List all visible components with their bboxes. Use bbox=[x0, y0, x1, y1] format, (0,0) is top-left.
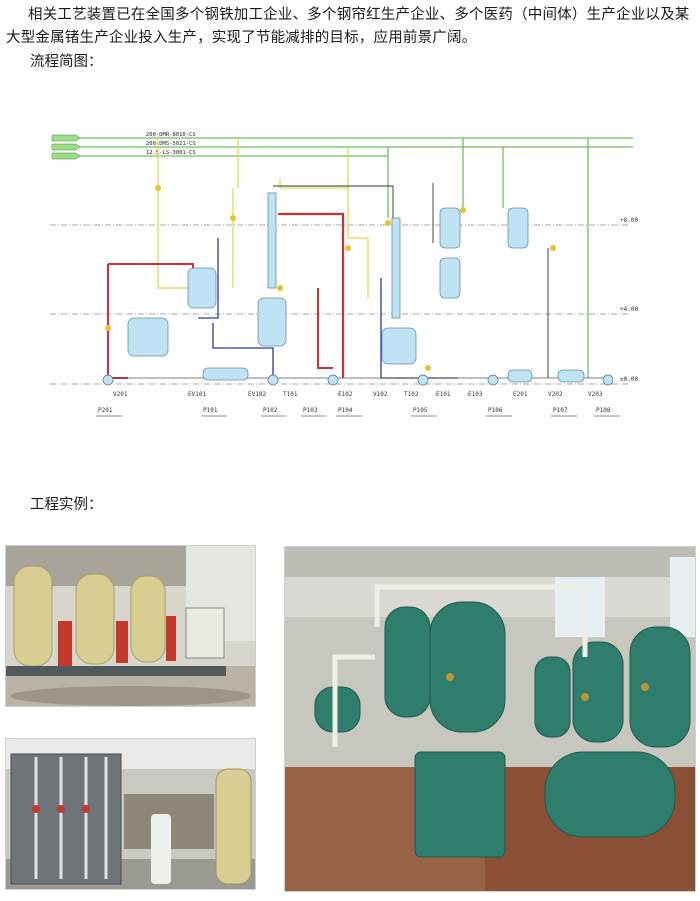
process-flow-diagram: +8.00 +4.00 ±0.00 200-DMR-8010-CS 200-DM… bbox=[48, 128, 648, 438]
tag-ev102: EV102 bbox=[248, 391, 266, 398]
tag-p201: P201 bbox=[98, 407, 113, 414]
pumps bbox=[102, 374, 614, 386]
tag-p105: P105 bbox=[413, 407, 428, 414]
tank-horizontal bbox=[202, 367, 249, 381]
intro-paragraph: 相关工艺装置已在全国多个钢铁加工企业、多个钢帘红生产企业、多个医药（中间体）生产… bbox=[6, 7, 690, 46]
tank-v203 bbox=[557, 369, 585, 383]
tag-t101: T101 bbox=[283, 391, 298, 398]
vessel-v102 bbox=[381, 327, 417, 365]
tag-p101: P101 bbox=[203, 407, 218, 414]
vessel-v201 bbox=[127, 317, 169, 357]
tag-p108: P108 bbox=[596, 407, 611, 414]
vessels bbox=[127, 192, 585, 383]
filter-tanks-image bbox=[6, 546, 255, 706]
pipe-label-1: 200-DMR-8010-CS bbox=[146, 132, 196, 138]
exchanger-e103 bbox=[439, 257, 461, 299]
tag-e103: E103 bbox=[468, 391, 483, 398]
svg-text:+8.00: +8.00 bbox=[620, 217, 638, 224]
vessel-ev101 bbox=[187, 267, 217, 309]
tag-p102: P102 bbox=[263, 407, 278, 414]
tag-p104: P104 bbox=[338, 407, 353, 414]
tag-v203: V203 bbox=[588, 391, 603, 398]
tag-e201: E201 bbox=[513, 391, 528, 398]
svg-text:±0.00: ±0.00 bbox=[620, 376, 638, 383]
flow-diagram-heading: 流程简图： bbox=[30, 54, 103, 70]
vessel-ev102 bbox=[257, 297, 287, 347]
green-reactor-hall-photo bbox=[284, 546, 696, 892]
tag-e102: E102 bbox=[338, 391, 353, 398]
svg-text:+4.00: +4.00 bbox=[620, 306, 638, 313]
tank-v202 bbox=[507, 369, 533, 383]
pump-tags: P201 P101 P102 P103 P104 P105 P106 P107 … bbox=[98, 407, 611, 414]
tag-v202: V202 bbox=[548, 391, 563, 398]
pipe-label-3: 12.5-LS-3001-CS bbox=[146, 150, 196, 156]
tag-p106: P106 bbox=[488, 407, 503, 414]
flow-diagram-svg: +8.00 +4.00 ±0.00 200-DMR-8010-CS 200-DM… bbox=[50, 132, 638, 417]
valve-markers bbox=[105, 185, 556, 371]
level-lines bbox=[50, 224, 628, 385]
exchanger-e101 bbox=[439, 207, 461, 249]
column-t102 bbox=[391, 217, 401, 319]
level-marks: +8.00 +4.00 ±0.00 bbox=[620, 217, 638, 383]
header-pipes: 200-DMR-8010-CS 200-DMS-5021-CS 12.5-LS-… bbox=[51, 132, 633, 160]
tag-e101: E101 bbox=[436, 391, 451, 398]
tag-p103: P103 bbox=[303, 407, 318, 414]
column-t101 bbox=[267, 192, 277, 289]
tag-p107: P107 bbox=[553, 407, 568, 414]
tag-t102: T102 bbox=[404, 391, 419, 398]
pipe-label-2: 200-DMS-5021-CS bbox=[146, 141, 196, 147]
membrane-rack-photo bbox=[5, 738, 256, 890]
exchanger-e201 bbox=[507, 207, 529, 249]
reactor-hall-image bbox=[285, 547, 695, 891]
tag-v102: V102 bbox=[373, 391, 388, 398]
equipment-tags: V201 EV101 EV102 T101 E102 V102 T102 E10… bbox=[113, 391, 603, 398]
project-examples-heading: 工程实例： bbox=[30, 497, 103, 513]
process-lines bbox=[107, 138, 608, 379]
filter-tanks-photo bbox=[5, 545, 256, 707]
membrane-rack-image bbox=[6, 739, 255, 889]
tag-v201: V201 bbox=[113, 391, 128, 398]
tag-ev101: EV101 bbox=[188, 391, 206, 398]
